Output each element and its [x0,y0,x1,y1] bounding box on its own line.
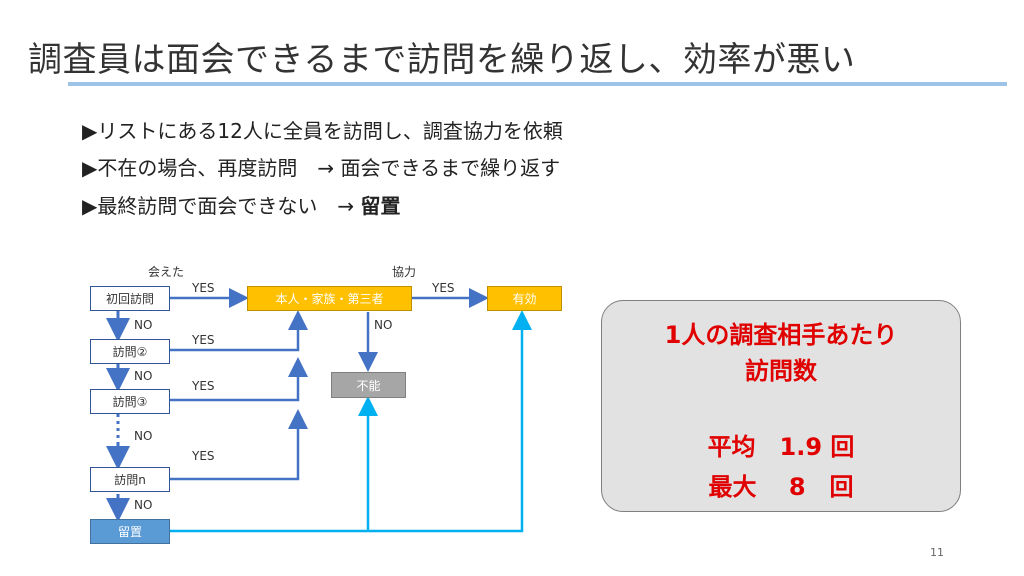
bullet-text: 最終訪問で面会できない → [97,194,355,218]
bullet-marker: ▶ [82,156,98,180]
bullet-marker: ▶ [82,194,98,218]
summary-maximum: 最大 8 回 [708,473,854,501]
page-title: 調査員は面会できるまで訪問を繰り返し、効率が悪い [28,40,856,80]
title-underline [68,82,1007,86]
bullet-2: ▶不在の場合、再度訪問 → 面会できるまで繰り返す [82,152,560,181]
leave-arrow-valid [170,310,532,533]
summary-callout: 1人の調査相手あたり 訪問数 平均 1.9 回 最大 8 回 [601,300,961,512]
bullet-3: ▶最終訪問で面会できない → 留置 [82,190,401,219]
node-nth-visit: 訪問n [90,467,170,492]
label-no: NO [134,318,153,332]
page-number: 11 [930,546,944,559]
summary-average: 平均 1.9 回 [707,433,855,461]
bullet-text: リストにある12人に全員を訪問し、調査協力を依頼 [97,119,563,143]
node-second-visit: 訪問② [90,339,170,364]
node-person: 本人・家族・第三者 [247,286,412,311]
label-yes: YES [432,281,455,295]
summary-line1: 1人の調査相手あたり [664,321,898,349]
label-met: 会えた [148,265,185,279]
bullet-1: ▶リストにある12人に全員を訪問し、調査協力を依頼 [82,115,563,144]
label-cooperate: 協力 [392,265,417,279]
bullet-emphasis: 留置 [360,194,401,218]
label-no: NO [134,429,153,443]
yes-arrow-second [170,310,308,352]
yes-arrow-nth [170,409,308,481]
node-valid: 有効 [487,286,562,311]
summary-line2: 訪問数 [745,357,817,385]
yes-arrow-third [170,357,308,402]
node-leave-behind: 留置 [90,519,170,544]
label-no: NO [134,498,153,512]
label-no: NO [374,318,393,332]
bullet-text: 不在の場合、再度訪問 → 面会できるまで繰り返す [97,156,561,180]
label-yes: YES [192,333,215,347]
label-no: NO [134,369,153,383]
label-yes: YES [192,449,215,463]
label-yes: YES [192,379,215,393]
bullet-marker: ▶ [82,119,98,143]
node-impossible: 不能 [331,372,406,398]
node-third-visit: 訪問③ [90,389,170,414]
label-yes: YES [192,281,215,295]
node-first-visit: 初回訪問 [90,286,170,311]
